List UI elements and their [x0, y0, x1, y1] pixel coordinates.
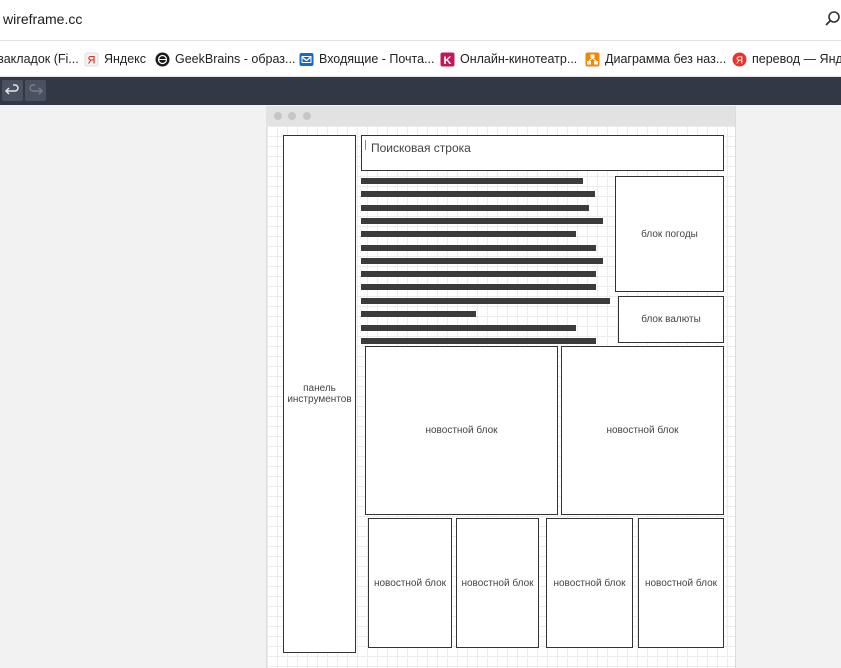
text-line — [361, 338, 596, 344]
kinopoisk-icon: K — [440, 52, 455, 67]
undo-button[interactable] — [2, 80, 23, 101]
currency-box[interactable]: блок валюты — [618, 296, 724, 343]
text-line — [361, 284, 596, 290]
bookmark-translate[interactable]: Я перевод — Яндекс — [732, 50, 841, 68]
text-line — [361, 178, 583, 184]
text-line — [361, 218, 603, 224]
mail-icon — [299, 52, 314, 66]
bookmark-label: Диаграмма без наз... — [605, 52, 727, 66]
svg-text:Я: Я — [88, 54, 96, 66]
news-label: новостной блок — [606, 425, 679, 436]
text-cursor — [365, 140, 366, 150]
window-dot — [288, 112, 296, 120]
news-box-small[interactable]: новостной блок — [456, 518, 539, 648]
window-dot — [274, 112, 282, 120]
search-placeholder: Поисковая строка — [371, 141, 471, 155]
search-box[interactable]: Поисковая строка — [361, 135, 724, 171]
wireframe-titlebar — [266, 106, 735, 126]
text-line — [361, 191, 595, 197]
news-box-small[interactable]: новостной блок — [638, 518, 724, 648]
bookmark-label: Онлайн-кинотеатр... — [460, 52, 578, 66]
weather-label: блок погоды — [641, 228, 698, 240]
svg-text:Я: Я — [736, 55, 743, 66]
toolbar-panel-box[interactable]: панель инструментов — [283, 135, 356, 653]
text-line — [361, 231, 576, 237]
search-icon[interactable] — [824, 10, 841, 28]
bookmark-label: закладок (Fi... — [0, 52, 79, 66]
news-label: новостной блок — [461, 577, 534, 589]
yandex-translate-icon: Я — [732, 52, 747, 66]
bookmarks-bar: закладок (Fi... Я Яндекс GeekBrains - об… — [0, 41, 841, 77]
diagram-icon — [585, 52, 600, 66]
news-label: новостной блок — [425, 425, 498, 436]
bookmark-label: GeekBrains - образ... — [175, 52, 296, 66]
text-line — [361, 271, 596, 277]
weather-box[interactable]: блок погоды — [615, 176, 724, 292]
bookmark-folder[interactable]: закладок (Fi... — [0, 50, 79, 68]
app-toolbar — [0, 77, 841, 105]
news-box-small[interactable]: новостной блок — [368, 518, 452, 648]
bookmark-label: Яндекс — [104, 52, 147, 66]
undo-icon — [4, 84, 19, 95]
bookmark-label: Входящие - Почта... — [319, 52, 435, 66]
redo-icon — [29, 84, 44, 95]
window-dot — [303, 112, 311, 120]
svg-text:K: K — [444, 55, 452, 67]
text-line — [361, 205, 589, 211]
news-box-large[interactable]: новостной блок — [365, 346, 558, 515]
news-label: новостной блок — [373, 577, 447, 589]
geekbrains-icon — [155, 52, 170, 66]
text-line — [361, 325, 576, 331]
bookmark-mail[interactable]: Входящие - Почта... — [299, 50, 435, 68]
currency-label: блок валюты — [641, 314, 701, 325]
toolbar-panel-label: панель инструментов — [287, 383, 351, 405]
yandex-icon: Я — [84, 52, 99, 66]
news-box-large[interactable]: новостной блок — [561, 346, 724, 515]
text-line — [361, 245, 596, 251]
toolbar-panel-label-line: панель — [303, 383, 336, 394]
news-label: новостной блок — [553, 577, 626, 589]
news-label: новостной блок — [644, 577, 718, 589]
news-box-small[interactable]: новостной блок — [546, 518, 633, 648]
bookmark-label: перевод — Яндекс — [752, 52, 841, 66]
bookmark-geekbrains[interactable]: GeekBrains - образ... — [155, 50, 295, 68]
bookmark-diagram[interactable]: Диаграмма без наз... — [585, 50, 726, 68]
redo-button[interactable] — [25, 80, 46, 101]
bookmark-cinema[interactable]: K Онлайн-кинотеатр... — [440, 50, 577, 68]
bookmark-yandex[interactable]: Я Яндекс — [84, 50, 146, 68]
toolbar-panel-label-line: инструментов — [287, 394, 352, 405]
text-line — [361, 311, 476, 317]
url-text[interactable]: wireframe.cc — [3, 11, 83, 27]
address-bar[interactable]: wireframe.cc — [0, 0, 841, 41]
text-line — [361, 258, 603, 264]
text-line — [361, 298, 610, 304]
